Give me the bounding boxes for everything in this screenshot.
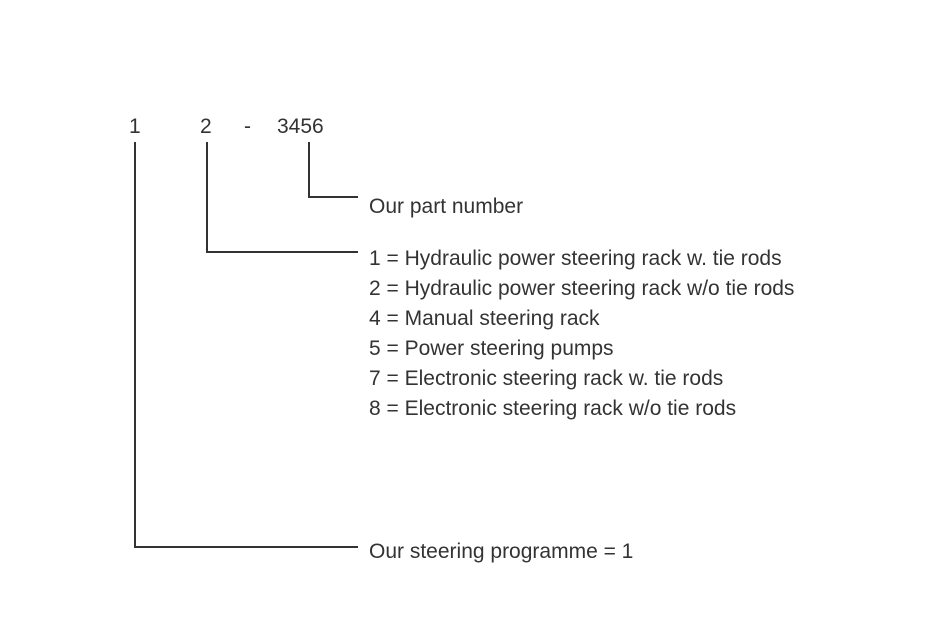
code-digit-1: 1 <box>129 115 141 138</box>
type-item: 8 = Electronic steering rack w/o tie rod… <box>369 397 737 420</box>
connector-programme <box>134 142 358 548</box>
code-part-number: 3456 <box>277 115 324 138</box>
type-item: 7 = Electronic steering rack w. tie rods <box>369 367 724 390</box>
type-item: 4 = Manual steering rack <box>369 307 600 330</box>
code-digit-2: 2 <box>200 115 212 138</box>
connector-type <box>206 142 358 253</box>
connector-part-number <box>308 142 358 198</box>
type-item: 5 = Power steering pumps <box>369 337 614 360</box>
type-item: 1 = Hydraulic power steering rack w. tie… <box>369 247 782 270</box>
label-part-number: Our part number <box>369 195 524 218</box>
type-item: 2 = Hydraulic power steering rack w/o ti… <box>369 277 795 300</box>
type-list: 1 = Hydraulic power steering rack w. tie… <box>369 244 794 424</box>
label-programme: Our steering programme = 1 <box>369 540 634 563</box>
code-dash: - <box>244 115 251 138</box>
